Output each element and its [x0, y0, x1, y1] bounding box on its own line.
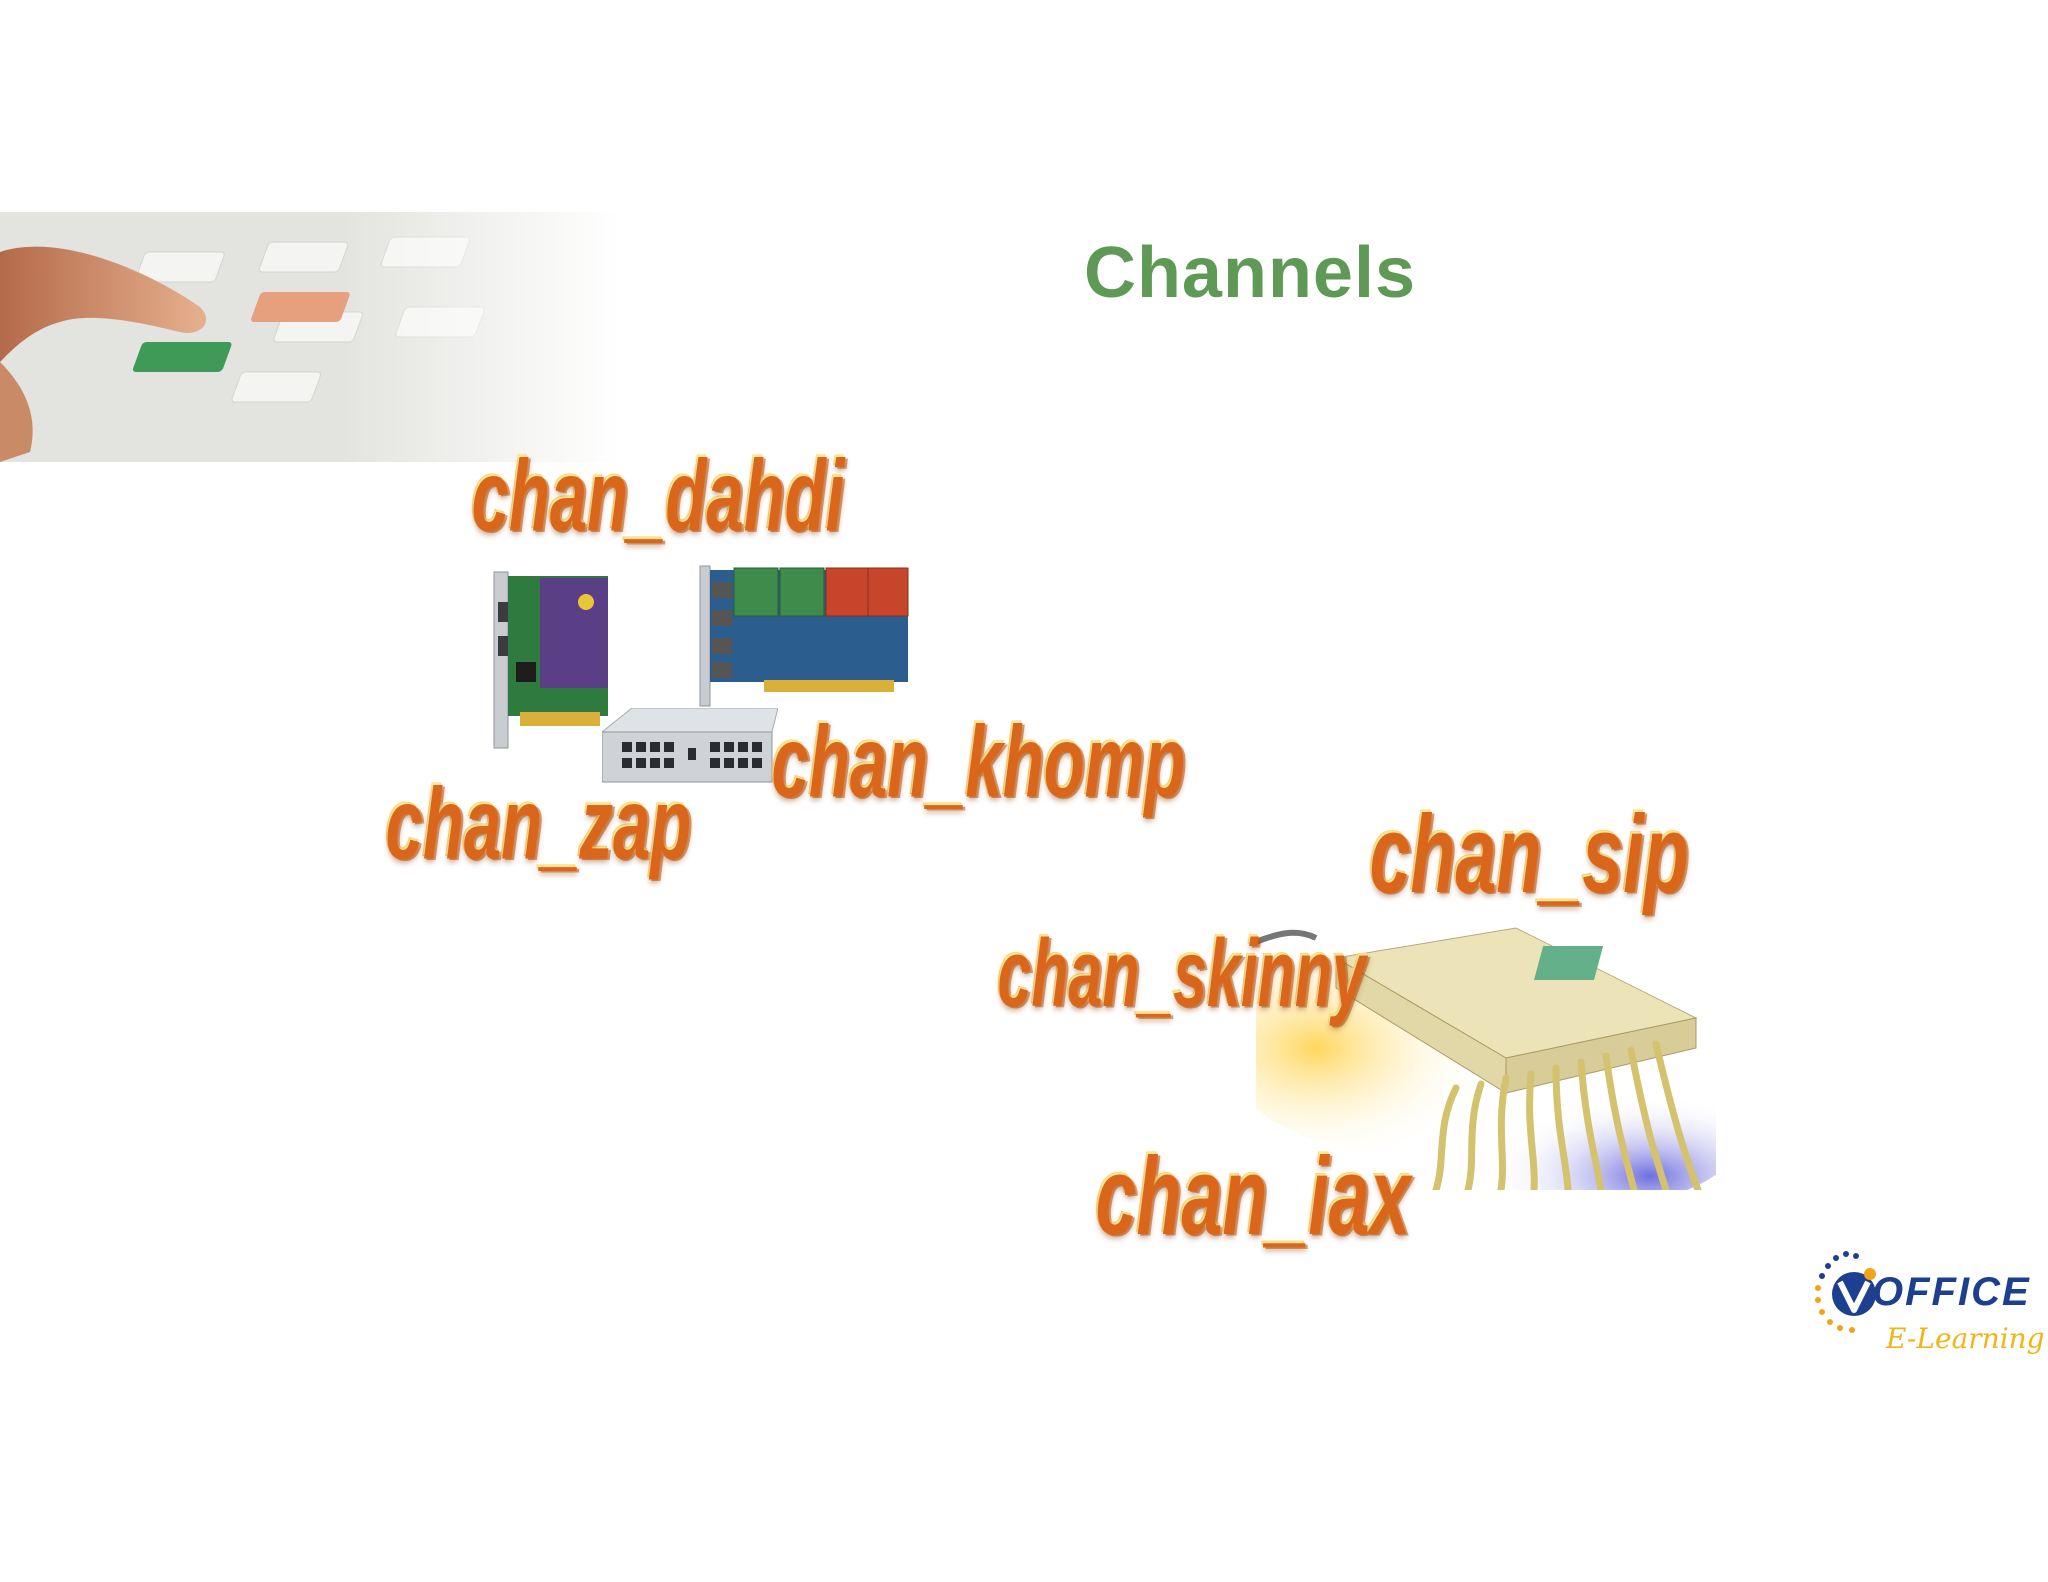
chan-dahdi-label: chan_dahdi	[470, 436, 843, 553]
chan-sip-shadow: chan_sip	[1372, 794, 1691, 920]
slide-title: Channels	[1083, 233, 1417, 313]
chan-dahdi-shadow: chan_dahdi	[474, 440, 847, 557]
chan-iax-label: chan_iax	[1094, 1132, 1409, 1258]
analog-fxs-card-photo	[684, 562, 912, 714]
ethernet-hub-cables-photo	[1226, 898, 1746, 1208]
chan-skinny-shadow: chan_skinny	[1000, 920, 1368, 1030]
voffice-logo: OFFICE E-Learning	[1806, 1244, 2048, 1364]
chan-khomp-shadow: chan_khomp	[774, 706, 1188, 823]
chan-zap-shadow: chan_zap	[388, 768, 694, 885]
chan-zap-label: chan_zap	[384, 764, 690, 881]
pci-telephony-card-photo	[490, 562, 610, 750]
chan-sip-label: chan_sip	[1368, 790, 1687, 916]
logo-word: OFFICE	[1872, 1270, 2031, 1314]
logo-subtitle: E-Learning	[1886, 1322, 2045, 1355]
chan-khomp-label: chan_khomp	[770, 702, 1184, 819]
chan-skinny-label: chan_skinny	[996, 916, 1364, 1026]
hand-pressing-button-photo	[0, 212, 620, 462]
chan-iax-shadow: chan_iax	[1098, 1136, 1413, 1262]
logo-mark-icon	[1815, 1251, 1876, 1333]
network-switch-photo	[600, 707, 779, 784]
